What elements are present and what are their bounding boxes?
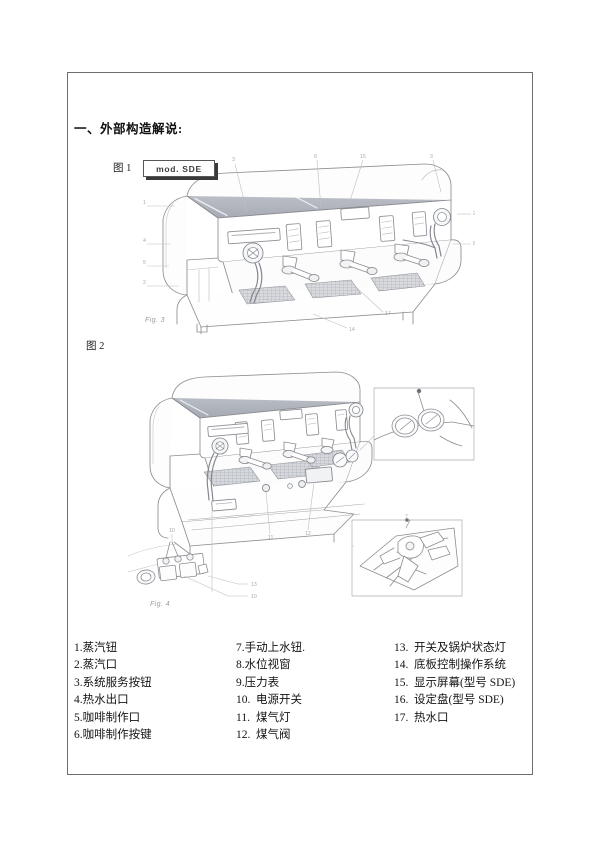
svg-text:2: 2 <box>473 211 475 217</box>
legend-item-number: 11. <box>236 711 250 724</box>
svg-text:3: 3 <box>232 157 235 163</box>
svg-text:15: 15 <box>360 154 366 160</box>
legend-item: 6.咖啡制作按键 <box>74 727 236 744</box>
parts-legend: 1.蒸汽钮 2.蒸汽口 3.系统服务按钮 4.热水出口 5.咖啡制作口 6.咖啡… <box>74 640 526 744</box>
svg-text:4: 4 <box>143 238 146 244</box>
legend-item-label: 煤气灯 <box>256 711 291 724</box>
legend-item-label: 蒸汽口 <box>82 659 118 672</box>
legend-item-number: 4. <box>74 694 83 707</box>
legend-item-number: 15. <box>394 676 409 689</box>
legend-item-number: 16. <box>394 694 409 707</box>
legend-item-number: 5. <box>74 711 83 724</box>
legend-item-number: 17. <box>394 711 409 724</box>
legend-item-label: 咖啡制作口 <box>82 711 141 724</box>
svg-text:12: 12 <box>305 531 311 537</box>
svg-text:11: 11 <box>268 535 273 541</box>
legend-item-number: 6. <box>74 729 83 742</box>
legend-item: 13. 开关及锅炉状态灯 <box>394 640 526 657</box>
svg-text:10: 10 <box>251 594 257 600</box>
legend-item: 16. 设定盘(型号 SDE) <box>394 692 526 709</box>
svg-text:2: 2 <box>143 280 146 286</box>
legend-item: 9.压力表 <box>236 675 394 692</box>
figure-2-caption: Fig. 4 <box>150 601 170 608</box>
model-badge: mod. SDE <box>143 160 215 177</box>
legend-item-label: 底板控制操作系统 <box>414 659 506 672</box>
page-title: 一、外部构造解说: <box>74 122 183 136</box>
figure-2-label: 图 2 <box>86 341 105 352</box>
svg-text:3: 3 <box>430 154 433 160</box>
legend-item-number: 2. <box>74 659 83 672</box>
figure-1-label: 图 1 <box>113 163 132 174</box>
legend-item-number: 10. <box>236 694 251 707</box>
svg-text:1: 1 <box>143 200 146 206</box>
legend-item: 11. 煤气灯 <box>236 710 394 727</box>
legend-item: 3.系统服务按钮 <box>74 675 236 692</box>
svg-text:14: 14 <box>349 327 355 333</box>
legend-item-number: 9. <box>236 676 245 689</box>
legend-item-label: 水位视窗 <box>244 659 291 672</box>
legend-item-label: 系统服务按钮 <box>82 676 152 689</box>
figure-2-espresso-machine-details: 11 12 13 10 10 7 <box>128 370 478 615</box>
legend-item-label: 电源开关 <box>256 694 302 707</box>
legend-item-number: 13. <box>394 642 409 654</box>
legend-item-label: 显示屏幕(型号 SDE) <box>414 676 516 689</box>
legend-item-number: 14. <box>394 659 409 672</box>
legend-item: 10. 电源开关 <box>236 692 394 709</box>
legend-item-number: 1. <box>74 642 83 654</box>
legend-item: 15. 显示屏幕(型号 SDE) <box>394 675 526 692</box>
legend-item: 2.蒸汽口 <box>74 657 236 674</box>
svg-text:13: 13 <box>251 582 257 588</box>
svg-text:8: 8 <box>473 241 475 247</box>
legend-column-2: 7.手动上水钮. 8.水位视窗 9.压力表 10. 电源开关 11. 煤气灯 12.… <box>236 640 394 744</box>
svg-text:7: 7 <box>405 514 408 520</box>
legend-column-1: 1.蒸汽钮 2.蒸汽口 3.系统服务按钮 4.热水出口 5.咖啡制作口 6.咖啡… <box>74 640 236 744</box>
legend-item-label: 热水出口 <box>82 694 129 707</box>
legend-item-label: 煤气阀 <box>256 729 291 742</box>
legend-column-3: 13.开关及锅炉状态灯 14.底板控制操作系统 15.显示屏幕(型号 SDE) … <box>394 640 526 744</box>
legend-item-number: 7. <box>236 642 245 654</box>
legend-item: 17. 热水口 <box>394 710 526 727</box>
legend-item: 8.水位视窗 <box>236 657 394 674</box>
legend-item-label: 热水口 <box>414 711 449 724</box>
figure-1-caption: Fig. 3 <box>145 317 165 324</box>
svg-text:10: 10 <box>169 528 175 534</box>
figure-1-espresso-machine-overview: 1 4 5 2 3 6 15 3 2 8 17 14 <box>135 152 475 334</box>
legend-item-label: 手动上水钮. <box>244 642 305 654</box>
svg-text:5: 5 <box>143 260 146 266</box>
legend-item: 14. 底板控制操作系统 <box>394 657 526 674</box>
legend-item: 4.热水出口 <box>74 692 236 709</box>
legend-item-label: 设定盘(型号 SDE) <box>414 694 504 707</box>
legend-item: 1.蒸汽钮 <box>74 640 236 657</box>
legend-item-number: 3. <box>74 676 83 689</box>
svg-text:6: 6 <box>314 154 317 160</box>
legend-item-label: 蒸汽钮 <box>82 642 118 654</box>
legend-item-label: 压力表 <box>244 676 280 689</box>
legend-item: 5.咖啡制作口 <box>74 710 236 727</box>
legend-item-label: 咖啡制作按键 <box>82 729 152 742</box>
svg-text:17: 17 <box>385 311 391 317</box>
legend-item-label: 开关及锅炉状态灯 <box>414 642 506 654</box>
legend-item-number: 12. <box>236 729 251 742</box>
legend-item: 7.手动上水钮. <box>236 640 394 657</box>
legend-item-number: 8. <box>236 659 245 672</box>
legend-item: 12. 煤气阀 <box>236 727 394 744</box>
